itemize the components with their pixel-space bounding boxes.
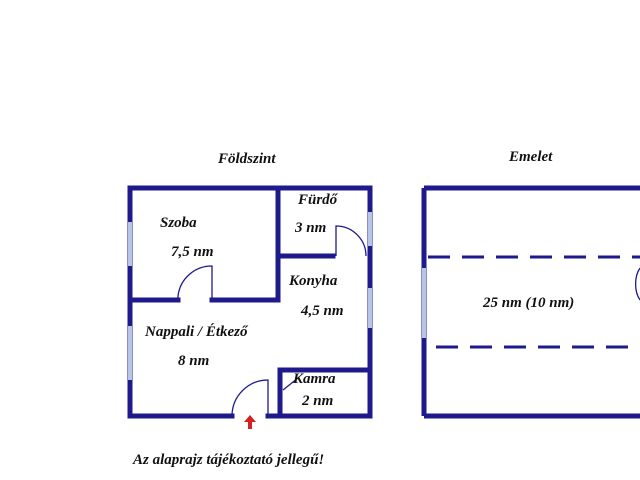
room-konyha-name: Konyha bbox=[289, 273, 338, 289]
door-furdo bbox=[335, 225, 367, 257]
room-kamra-area: 2 nm bbox=[302, 393, 334, 409]
room-szoba-area: 7,5 nm bbox=[171, 244, 214, 260]
room-nappali-area: 8 nm bbox=[178, 353, 210, 369]
footer-disclaimer: Az alaprajz tájékoztató jellegű! bbox=[133, 452, 325, 468]
room-kamra-name: Kamra bbox=[293, 371, 336, 387]
upper-floor bbox=[421, 185, 640, 419]
window-furdo-right bbox=[368, 212, 372, 246]
window-szoba-left bbox=[128, 222, 132, 266]
room-nappali-name: Nappali / Étkező bbox=[145, 324, 248, 340]
window-nappali-left bbox=[128, 326, 132, 380]
ground-floor-windows bbox=[128, 212, 372, 380]
door-kamra bbox=[282, 377, 299, 391]
upper-floor-area: 25 nm (10 nm) bbox=[483, 295, 575, 311]
ground-floor-title: Földszint bbox=[218, 151, 276, 167]
upper-stair-arc bbox=[634, 267, 640, 301]
room-furdo-name: Fürdő bbox=[298, 192, 338, 208]
window-upper-left bbox=[422, 268, 426, 338]
ground-floor-doors bbox=[177, 225, 367, 417]
entrance-arrow-icon bbox=[244, 415, 256, 429]
room-szoba-name: Szoba bbox=[160, 215, 197, 231]
room-konyha-area: 4,5 nm bbox=[301, 303, 344, 319]
window-konyha-right bbox=[368, 288, 372, 328]
door-szoba bbox=[177, 265, 213, 300]
upper-floor-title: Emelet bbox=[509, 149, 553, 165]
door-entrance bbox=[231, 379, 269, 417]
room-furdo-area: 3 nm bbox=[295, 220, 327, 236]
